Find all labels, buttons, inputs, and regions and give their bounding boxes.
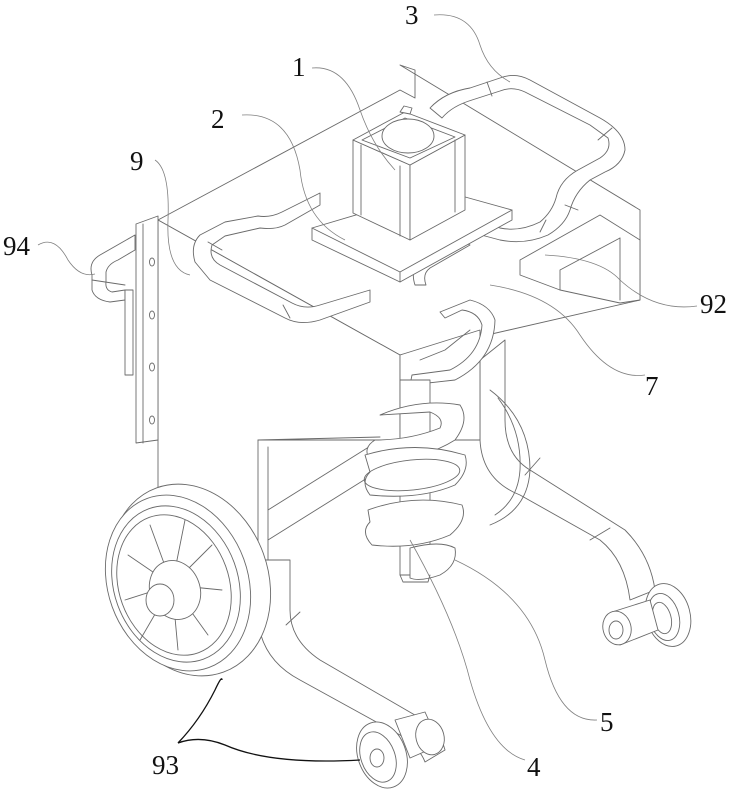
- leader-3: [433, 14, 511, 83]
- label-94: 94: [3, 231, 31, 261]
- large-front-wheel: [104, 483, 272, 677]
- leader-92: [544, 254, 698, 308]
- leader-5: [454, 559, 598, 721]
- label-1: 1: [292, 52, 306, 82]
- auger-drill-bit: [363, 379, 467, 583]
- handle-frame-right: [429, 75, 626, 243]
- label-5: 5: [600, 707, 614, 737]
- side-handle-bracket: [90, 234, 136, 376]
- leader-4: [409, 539, 526, 761]
- callout-labels: 1 2 3 9 94 92 7 5 4 93: [3, 0, 727, 782]
- leader-2: [241, 114, 346, 241]
- label-9: 9: [130, 146, 144, 176]
- motor-housing: [352, 105, 466, 241]
- label-93: 93: [152, 750, 179, 780]
- leader-9: [154, 159, 191, 276]
- small-front-wheel: [356, 711, 445, 789]
- right-support-leg: [479, 339, 656, 601]
- leader-93a: [177, 678, 223, 744]
- small-wheel-right: [602, 583, 692, 647]
- leader-7: [489, 284, 646, 376]
- label-3: 3: [405, 0, 419, 30]
- handle-frame-left: [192, 192, 371, 323]
- vertical-post-with-holes: [135, 215, 159, 444]
- leader-lines: [37, 14, 698, 762]
- leader-1: [311, 67, 396, 171]
- label-2: 2: [211, 104, 225, 134]
- leader-93b: [177, 738, 361, 762]
- leader-94: [37, 241, 96, 276]
- label-92: 92: [700, 289, 727, 319]
- label-4: 4: [527, 752, 541, 782]
- rear-wheel-large: [489, 389, 531, 526]
- label-7: 7: [645, 371, 659, 401]
- front-support-leg: [257, 559, 446, 763]
